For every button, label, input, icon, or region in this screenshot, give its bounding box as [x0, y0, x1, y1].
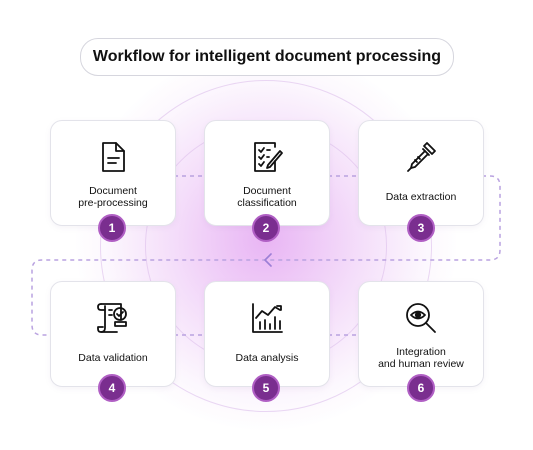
step-card-data-validation: Data validation: [50, 281, 176, 387]
background-ring-outer: [100, 80, 432, 412]
step-card-data-analysis: Data analysis: [204, 281, 330, 387]
step-number-badge: 2: [252, 214, 280, 242]
bar-chart-icon: [252, 303, 283, 333]
step-number-badge: 6: [407, 374, 435, 402]
step-label: Document classification: [237, 185, 297, 209]
step-card-document-classification: Document classification: [204, 120, 330, 226]
document-icon: [102, 142, 125, 172]
pipette-icon: [407, 142, 436, 172]
step-label: Integration and human review: [378, 346, 464, 370]
flow-direction-chevron-icon: [264, 253, 272, 267]
step-card-integration-and-human-review: Integration and human review: [358, 281, 484, 387]
step-number-badge: 4: [98, 374, 126, 402]
step-label: Document pre-processing: [78, 185, 148, 209]
verified-scroll-icon: [97, 303, 127, 333]
step-label: Data validation: [78, 352, 148, 364]
step-card-data-extraction: Data extraction: [358, 120, 484, 226]
step-card-document-pre-processing: Document pre-processing: [50, 120, 176, 226]
step-label: Data analysis: [235, 352, 299, 364]
step-number-badge: 3: [407, 214, 435, 242]
diagram-title: Workflow for intelligent document proces…: [80, 38, 454, 76]
checklist-icon: [254, 142, 283, 172]
magnifier-eye-icon: [406, 303, 436, 333]
step-number-badge: 5: [252, 374, 280, 402]
step-label: Data extraction: [385, 191, 457, 203]
step-number-badge: 1: [98, 214, 126, 242]
